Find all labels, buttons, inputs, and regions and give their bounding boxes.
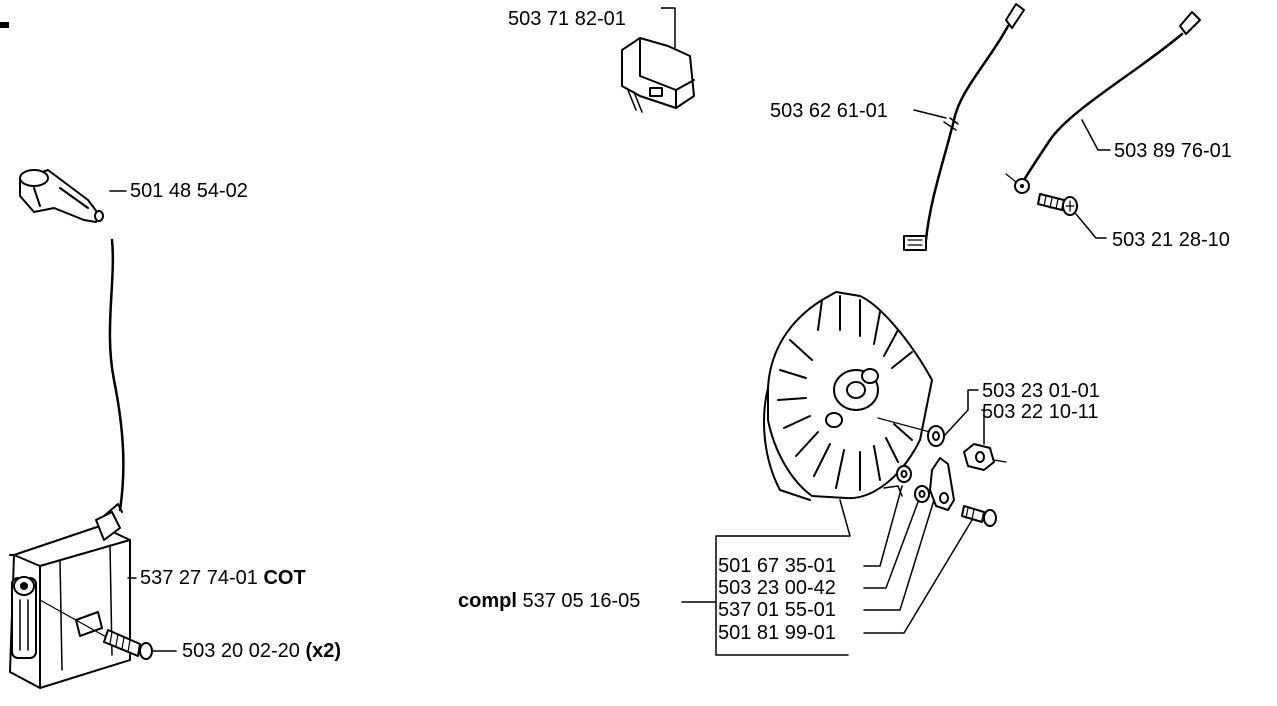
flywheel-nut-drawing xyxy=(963,409,1007,471)
part-number: 503 62 61-01 xyxy=(770,100,888,122)
part-number: 503 23 01-01 xyxy=(982,380,1100,402)
ground-screw-drawing xyxy=(1037,193,1107,239)
part-number: 537 01 55-01 xyxy=(718,599,836,621)
ground-wire-drawing xyxy=(1005,11,1201,194)
part-label-flywheel-item: 503 23 00-42 xyxy=(718,577,836,599)
part-number: 537 05 16-05 xyxy=(522,590,641,612)
part-suffix: COT xyxy=(263,567,306,589)
ignition-wire-drawing xyxy=(903,3,1025,251)
part-quantity: (x2) xyxy=(305,640,342,662)
small-washer-drawing xyxy=(863,465,912,567)
ht-lead xyxy=(108,238,125,512)
part-label-washer: 503 23 01-01 xyxy=(982,380,1100,402)
part-label-ground-wire: 503 89 76-01 xyxy=(1114,140,1232,162)
pawl-screw-drawing xyxy=(863,505,997,634)
part-label-flywheel-item: 537 01 55-01 xyxy=(718,599,836,621)
part-label-flywheel-compl: compl 537 05 16-05 xyxy=(458,590,640,612)
part-number: 537 27 74-01 xyxy=(140,567,258,589)
part-number: 501 67 35-01 xyxy=(718,555,836,577)
part-number: 503 89 76-01 xyxy=(1114,140,1232,162)
part-label-module-screw: 503 20 02-20 (x2) xyxy=(182,640,341,662)
module-screw-drawing xyxy=(39,599,177,660)
part-label-switch: 503 71 82-01 xyxy=(508,8,626,30)
flat-washer-drawing xyxy=(863,485,930,589)
part-label-nut: 503 22 10-11 xyxy=(982,401,1098,423)
part-number: 503 20 02-20 xyxy=(182,640,300,662)
part-number: 503 23 00-42 xyxy=(718,577,836,599)
part-number: 503 71 82-01 xyxy=(508,8,626,30)
part-label-flywheel-item: 501 67 35-01 xyxy=(718,555,836,577)
pawl-drawing xyxy=(863,457,955,611)
part-number: 501 48 54-02 xyxy=(130,180,248,202)
corner-mark xyxy=(0,22,9,28)
flywheel-drawing xyxy=(715,291,933,656)
flywheel-washer-drawing xyxy=(927,389,979,447)
part-label-ignition-module: 537 27 74-01 COT xyxy=(140,567,306,589)
part-label-spark-plug-cap: 501 48 54-02 xyxy=(130,180,248,202)
part-prefix: compl xyxy=(458,590,517,612)
spark-plug-cap-drawing xyxy=(19,169,127,223)
part-number: 503 21 28-10 xyxy=(1112,229,1230,251)
part-label-ground-screw: 503 21 28-10 xyxy=(1112,229,1230,251)
part-number: 503 22 10-11 xyxy=(982,401,1099,423)
part-label-flywheel-item: 501 81 99-01 xyxy=(718,622,836,644)
switch-drawing xyxy=(621,7,695,113)
part-label-ignition-wire: 503 62 61-01 xyxy=(770,100,888,122)
ignition-module-drawing xyxy=(9,503,137,689)
part-number: 501 81 99-01 xyxy=(718,622,836,644)
